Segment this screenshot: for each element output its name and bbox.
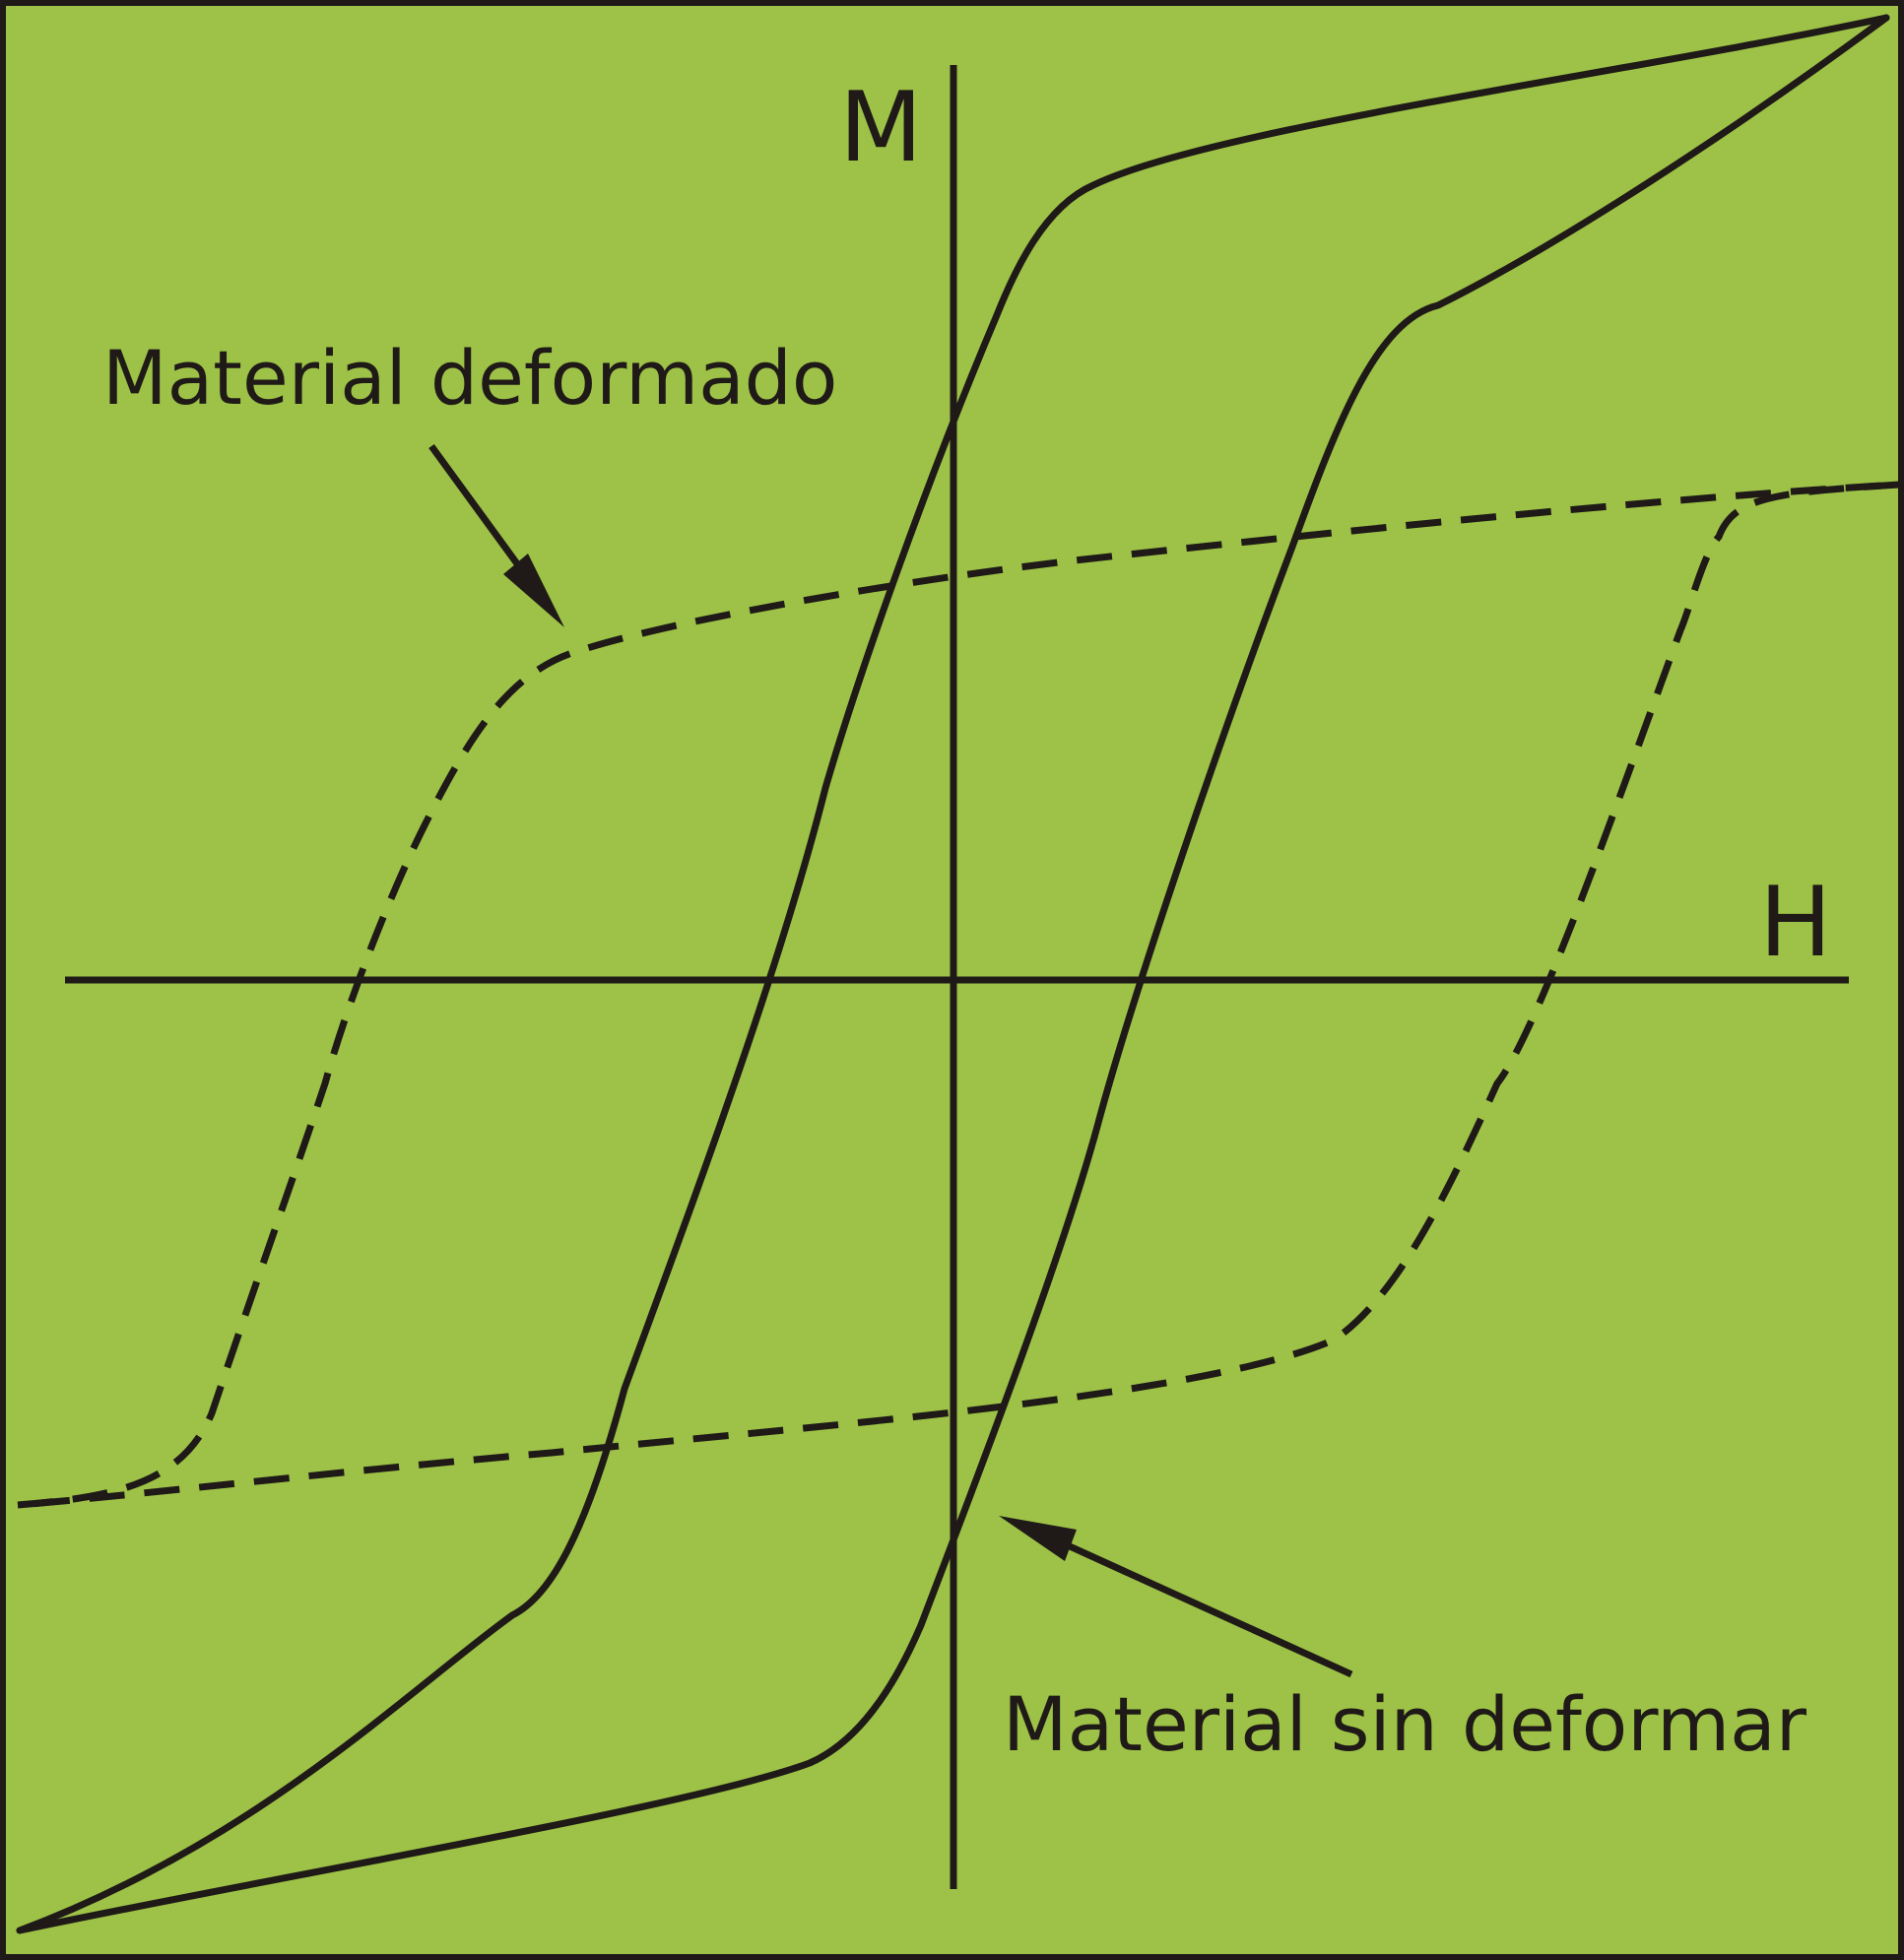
undeformed-upper-branch <box>16 14 1890 1934</box>
undeformed-callout-arrowhead <box>999 1516 1077 1561</box>
undeformed-lower-branch <box>16 14 1890 1934</box>
deformed-upper-branch <box>17 481 1900 1509</box>
undeformed-curve-label: Material sin deformar <box>1003 1680 1807 1768</box>
undeformed-callout-line <box>1057 1537 1353 1678</box>
deformed-callout-arrowhead <box>503 554 564 627</box>
h-axis-label: H <box>1759 867 1832 979</box>
deformed-lower-branch <box>17 481 1900 1509</box>
deformed-curve-label: Material deformado <box>102 334 837 422</box>
m-axis-label: M <box>839 72 923 184</box>
deformed-callout-line <box>428 443 527 576</box>
